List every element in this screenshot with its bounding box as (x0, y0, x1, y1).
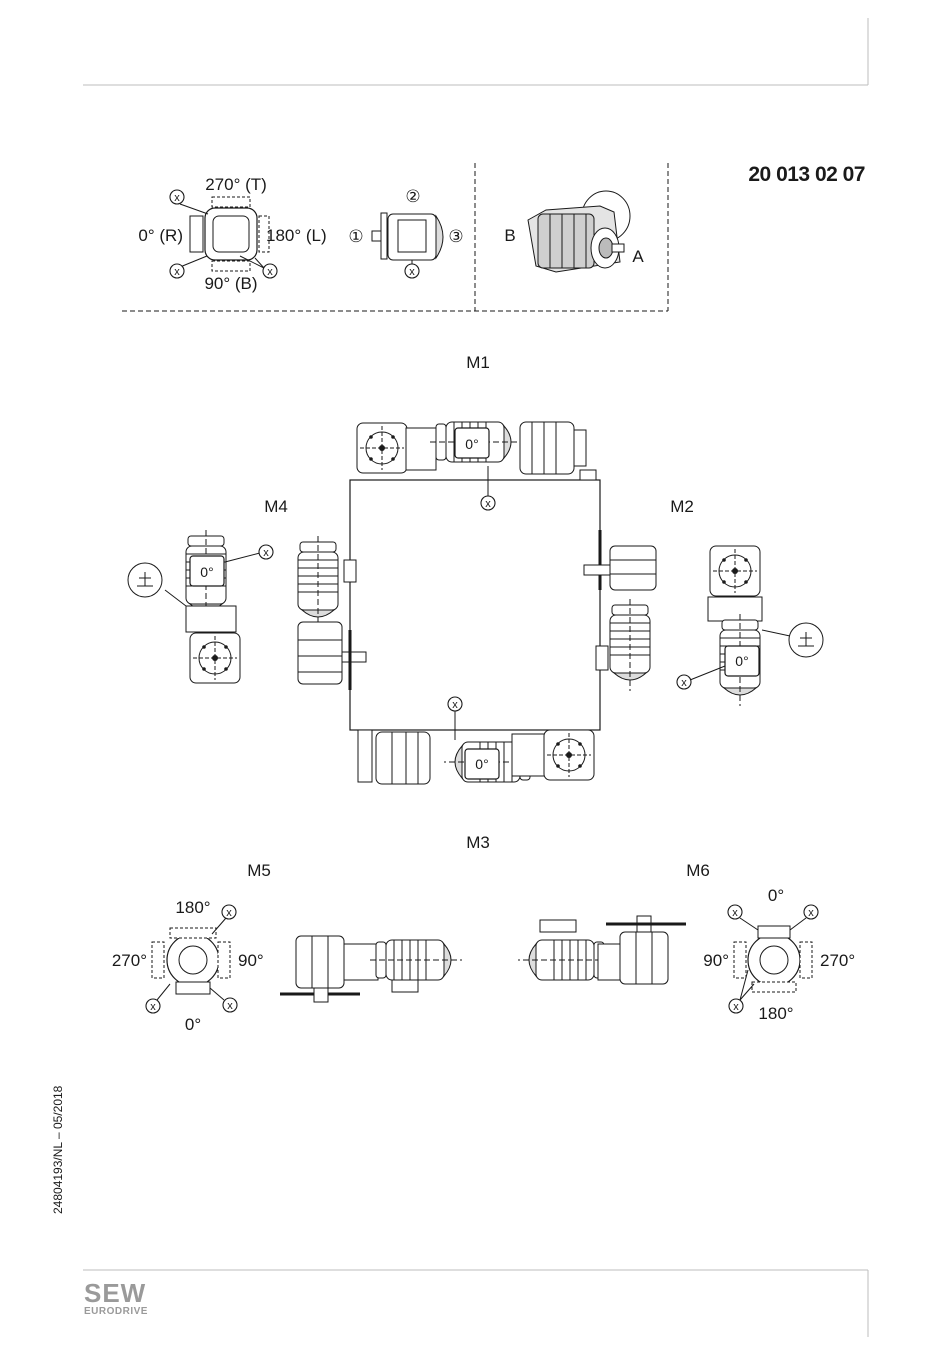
shaft-side-a-label: A (632, 247, 644, 266)
marker-x-icon (146, 999, 160, 1013)
document-code: 20 013 02 07 (748, 163, 865, 186)
m4-gear-motor-left: 0° (128, 530, 366, 690)
terminal-box-bottom-label: 90° (B) (204, 274, 257, 293)
marker-x-icon (481, 496, 495, 510)
sew-eurodrive-logo: SEW EURODRIVE (84, 1278, 148, 1317)
terminal-box-position-diagram: 270° (T) 0° (R) 180° (L) 90° (B) (138, 175, 326, 293)
m6-angle-left: 90° (703, 951, 729, 970)
mounting-position-m4-label: M4 (264, 497, 288, 516)
m2-gear-motor-right: 0° (584, 530, 823, 706)
cable-entry-diagram: ② ① ③ (348, 187, 463, 278)
mounting-position-m1-label: M1 (466, 353, 490, 372)
cable-entry-3-label: ③ (448, 227, 463, 246)
marker-x-icon (677, 675, 691, 689)
mounting-position-m2-label: M2 (670, 497, 694, 516)
marker-x-icon (223, 998, 237, 1012)
m1-box-label: 0° (465, 436, 478, 452)
marker-x-icon (728, 905, 742, 919)
m5-angle-left: 270° (112, 951, 147, 970)
terminal-box-right-label: 180° (L) (266, 226, 327, 245)
terminal-box-top-label: 270° (T) (205, 175, 267, 194)
m3-box-label: 0° (475, 756, 488, 772)
gear-unit-3d-view: B A (504, 191, 644, 272)
m6-angle-right: 270° (820, 951, 855, 970)
marker-x-icon (259, 545, 273, 559)
marker-x-icon (804, 905, 818, 919)
mounting-position-m3-label: M3 (466, 833, 490, 852)
marker-x-icon (448, 697, 462, 711)
m5-angle-bottom: 0° (185, 1015, 201, 1034)
marker-x-icon (222, 905, 236, 919)
m4-box-label: 0° (200, 564, 213, 580)
marker-x-icon (405, 264, 419, 278)
mounting-position-m5-label: M5 (247, 861, 271, 880)
legend-panel: 270° (T) 0° (R) 180° (L) 90° (B) ② ① ③ (122, 163, 668, 311)
logo-text: SEW (84, 1278, 146, 1308)
cable-entry-1-label: ① (348, 227, 363, 246)
terminal-box-left-label: 0° (R) (138, 226, 183, 245)
side-document-reference: 24804193/NL – 05/2018 (51, 1085, 65, 1214)
shaft-side-b-label: B (504, 226, 515, 245)
marker-x-icon (170, 190, 184, 204)
marker-x-icon (263, 264, 277, 278)
logo-subtext: EURODRIVE (84, 1306, 148, 1317)
m6-angle-top: 0° (768, 886, 784, 905)
m6-angle-bottom: 180° (758, 1004, 793, 1023)
m2-box-label: 0° (735, 653, 748, 669)
mounting-position-m6-label: M6 (686, 861, 710, 880)
m5-angle-right: 90° (238, 951, 264, 970)
m5-angle-top: 180° (175, 898, 210, 917)
marker-x-icon (170, 264, 184, 278)
cable-entry-2-label: ② (405, 187, 420, 206)
mounting-surface-square (350, 480, 600, 730)
marker-x-icon (729, 999, 743, 1013)
m6-position-diagram: 0° 90° 270° 180° (518, 886, 855, 1023)
m5-position-diagram: 180° 270° 90° 0° (112, 898, 462, 1034)
